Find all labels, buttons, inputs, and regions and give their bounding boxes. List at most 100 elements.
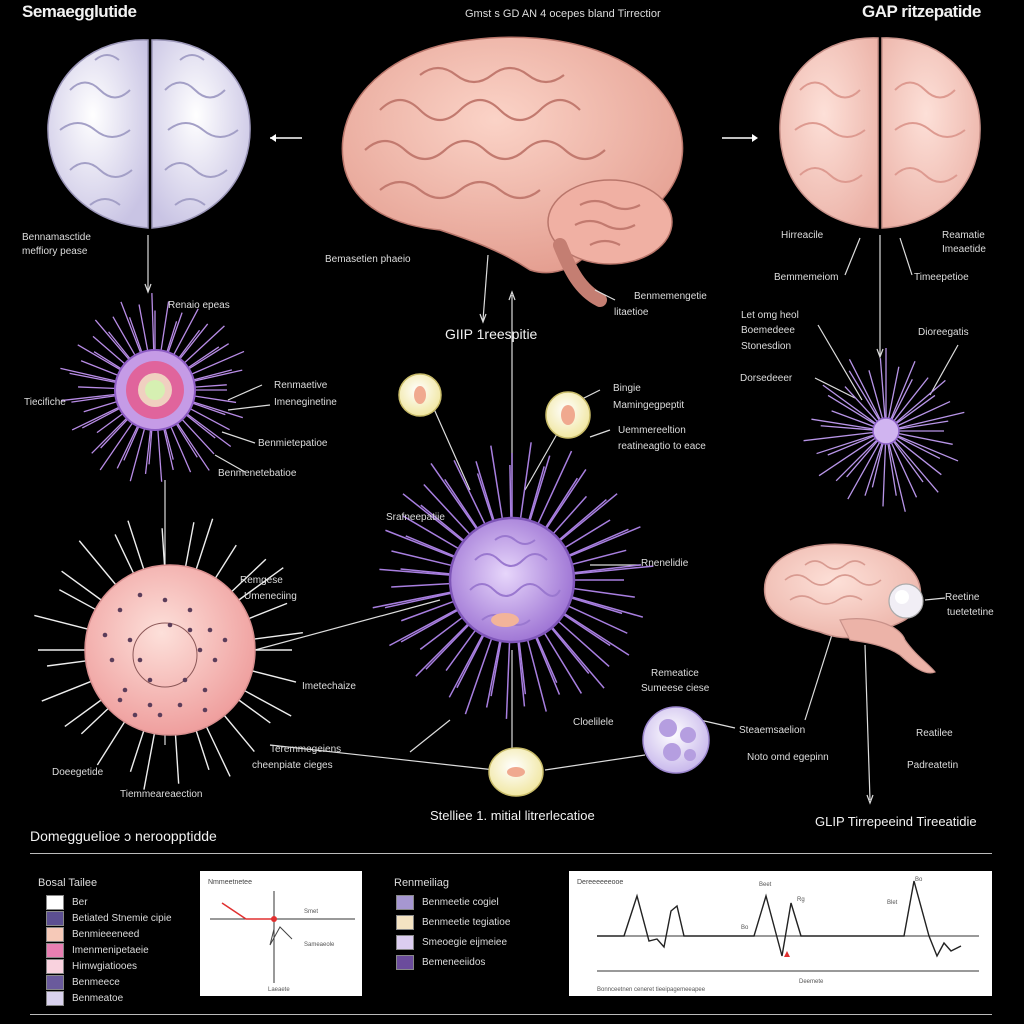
spike (549, 625, 590, 675)
cell-granule (202, 687, 208, 693)
spike (887, 366, 900, 420)
spike (534, 635, 561, 695)
spike (464, 636, 494, 715)
cell-granule (137, 657, 143, 663)
chart-small-title: Nmmeetnetee (208, 879, 252, 886)
legend-label: Benmieeeneed (72, 929, 140, 940)
spike (818, 437, 877, 477)
label: Uemmereeltion (618, 425, 686, 436)
spike (896, 400, 951, 427)
label: Tiecifiche (24, 397, 66, 408)
spike (490, 638, 503, 697)
spike (160, 301, 170, 353)
label: Mamingegpeptit (613, 400, 685, 411)
label-right-lower: GLIP Tirrepeeind Tireeatidie (815, 814, 977, 829)
spike (93, 351, 124, 371)
spike (80, 707, 110, 735)
cell-granule (117, 697, 123, 703)
spike (509, 465, 512, 521)
cell-granule (222, 637, 228, 643)
legend-swatch (46, 959, 64, 974)
legend-item: Imenmenipetaeie (46, 943, 149, 958)
vesicles (398, 373, 591, 797)
cell-granule (187, 627, 193, 633)
spike (820, 425, 875, 431)
label: cheenpiate cieges (252, 760, 333, 771)
spike (871, 442, 884, 488)
legend-swatch (46, 975, 64, 990)
spike (195, 518, 214, 571)
label: Renaio epeas (168, 300, 230, 311)
spike (890, 361, 916, 421)
chart-wide-footer: Bonnceetnen ceneret tieeipagemeeapee (597, 987, 706, 993)
spike (172, 308, 199, 357)
spike (882, 442, 887, 507)
spike (184, 413, 216, 439)
chart-wide-label: Bo (741, 925, 749, 931)
spike (893, 439, 939, 493)
cell-granule (102, 632, 108, 638)
spike (846, 439, 879, 478)
label: Boemedeee (741, 325, 795, 336)
spike (129, 426, 146, 482)
center-cell (372, 442, 654, 719)
title-left: Semaegglutide (22, 2, 137, 21)
chart-small-line (269, 926, 293, 946)
spike (448, 632, 485, 698)
spike (475, 461, 496, 523)
spike (526, 637, 547, 712)
spike (180, 417, 215, 455)
legend-label: Himwgiatiooes (72, 961, 138, 972)
spike (527, 466, 545, 523)
left-brain (47, 39, 251, 229)
cell-granule (197, 647, 203, 653)
spike (490, 445, 504, 521)
chart-small-label-b: Sameaeole (304, 942, 335, 948)
legend-swatch (46, 927, 64, 942)
legend-item: Ber (46, 895, 88, 910)
chart-wide-label: Bo (915, 877, 923, 883)
spike (542, 630, 583, 694)
spike (83, 400, 119, 413)
legend-swatch (46, 991, 64, 1006)
spike (138, 304, 149, 353)
label: tuetetetine (947, 607, 994, 618)
spike (243, 689, 292, 717)
spike (82, 407, 122, 429)
label: Benmietepatioe (258, 438, 328, 449)
cell-granule (147, 677, 153, 683)
legend-label: Bemeneeiidos (422, 957, 486, 968)
label: Dorsedeeer (740, 373, 793, 384)
spike (34, 614, 89, 630)
spike (116, 423, 140, 469)
cell-granule (187, 607, 193, 613)
legend-item: Benmeetie tegiatioe (396, 915, 510, 930)
legend-item: Smeoegie eijmeiee (396, 935, 507, 950)
spike (91, 416, 129, 454)
legend-item: Benmeatoe (46, 991, 123, 1006)
spike (897, 432, 953, 445)
label: Reetine (945, 592, 980, 603)
spike (61, 570, 103, 602)
label: Renmaetive (274, 380, 328, 391)
spike (811, 418, 875, 430)
spike (890, 441, 918, 498)
label: Remgese (240, 575, 283, 586)
spike (129, 729, 145, 772)
spike (174, 733, 180, 784)
spike (59, 589, 97, 611)
spike (419, 615, 465, 650)
label: Rnenelidie (641, 558, 689, 569)
chart-wide: Dereeeeeeooe Beet Rg Bo Blet Bo Deemete … (577, 877, 979, 993)
label: Imeneginetine (274, 397, 337, 408)
spike (551, 495, 588, 536)
legend-swatch (46, 895, 64, 910)
spike (186, 346, 220, 370)
spike (385, 529, 457, 559)
chart-wide-title: Dereeeeeeooe (577, 879, 623, 886)
spike (402, 493, 466, 544)
section-title: Domegguelioe ɔ neroopptidde (30, 828, 217, 844)
label: Reatilee (916, 728, 953, 739)
cell-granule (212, 657, 218, 663)
spike (96, 411, 125, 434)
